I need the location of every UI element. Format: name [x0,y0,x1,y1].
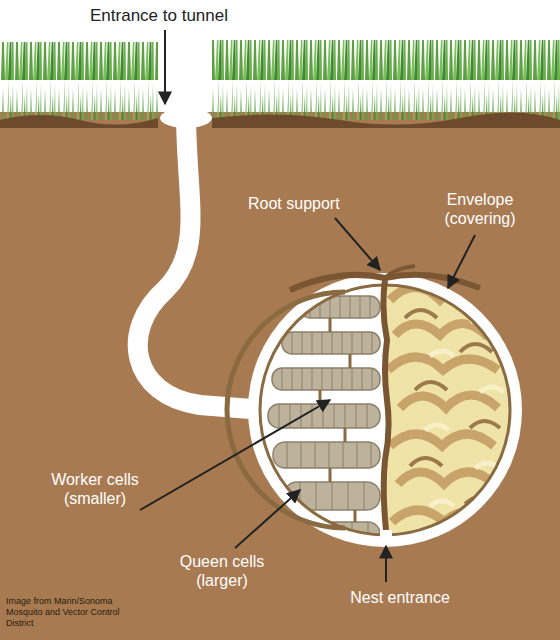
queen-cells-label: Queen cells (larger) [170,552,274,590]
envelope-label: Envelope (covering) [432,190,528,228]
worker-cells-label: Worker cells (smaller) [40,470,150,508]
nest-entrance-label: Nest entrance [340,588,460,607]
image-credit: Image from Marin/Sonoma Mosquito and Vec… [6,596,136,629]
root-support-label: Root support [248,194,378,213]
tunnel-entrance-label: Entrance to tunnel [90,6,270,26]
